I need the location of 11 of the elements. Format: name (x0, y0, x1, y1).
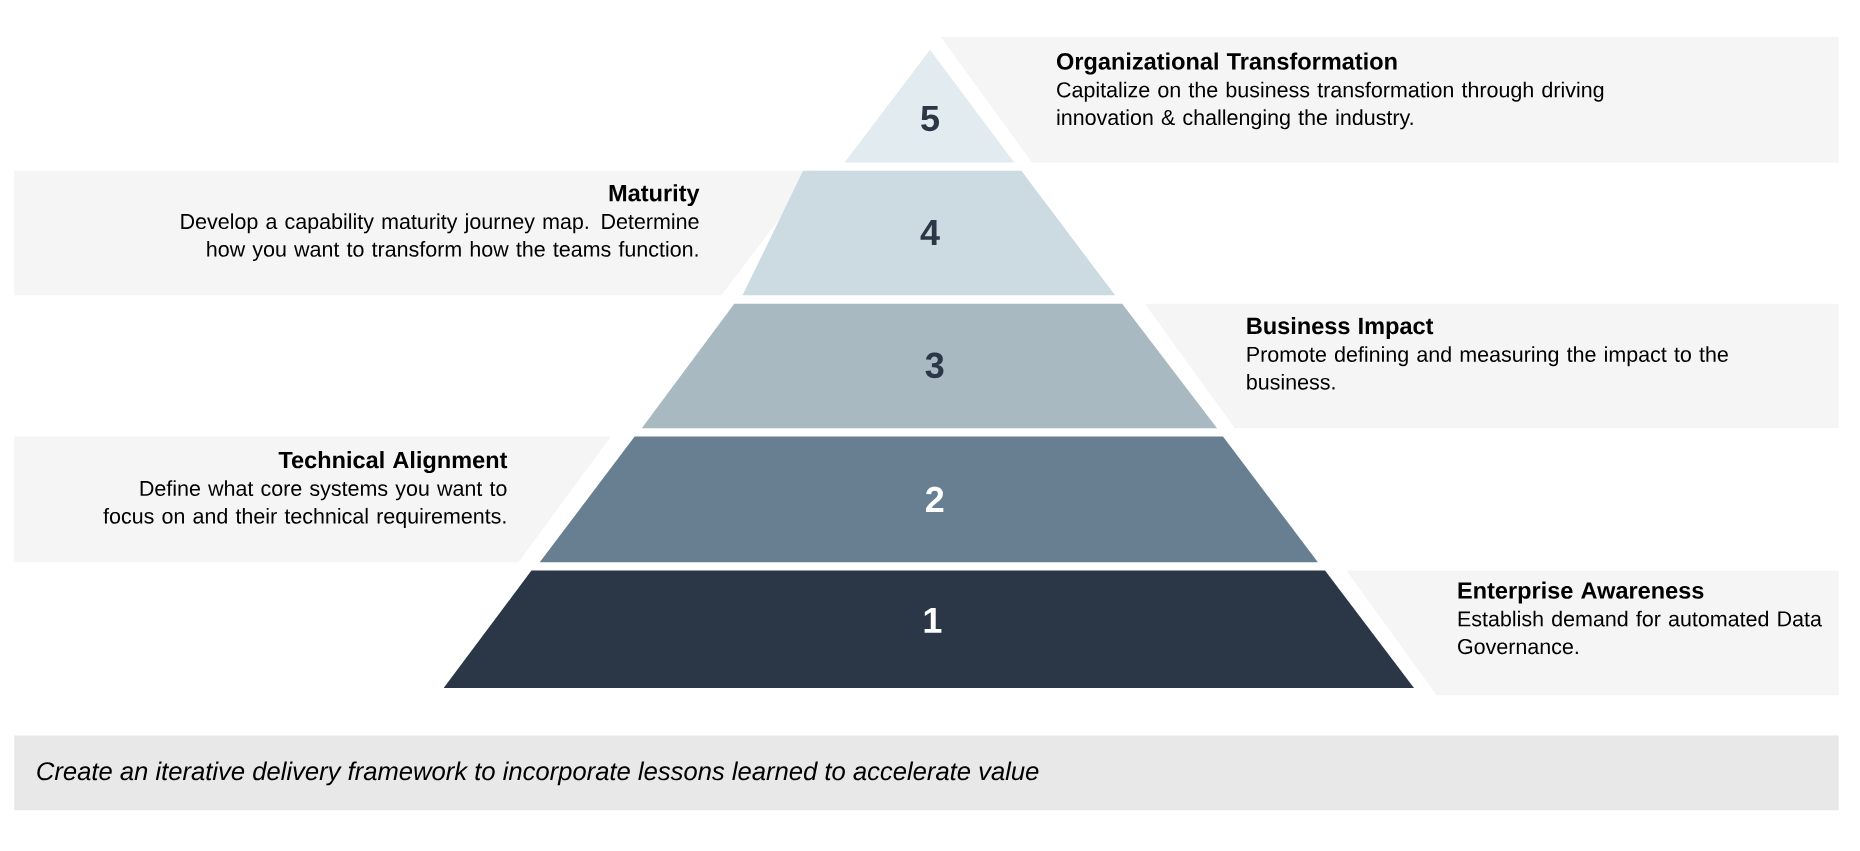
banner: Create an iterative delivery framework to incorporate lessons learned to accelerate value (14, 735, 1839, 811)
pyramid-layer: 3 (641, 303, 1218, 429)
text-panel: Technical Alignment Define what core systems you want to focus on and their technical requirements. (14, 436, 611, 563)
text-panel: Enterprise Awareness Establish demand for automated Data Governance. (1346, 570, 1839, 696)
text-panel: Business Impact Promote defining and measuring the impact to the business. (1144, 303, 1839, 429)
text-panel: Organizational Transformation Capitalize on the business transformation through driving innovation & challenging the industry. (940, 37, 1839, 163)
pyramid-layer: 1 (443, 570, 1414, 689)
pyramid-layer: 2 (539, 436, 1318, 563)
text-panel: Maturity Develop a capability maturity journey map. Determine how you want to transform how the teams function. (14, 171, 817, 296)
pyramid-layer: 5 (844, 50, 1015, 163)
pyramid-layer: 4 (742, 171, 1116, 296)
